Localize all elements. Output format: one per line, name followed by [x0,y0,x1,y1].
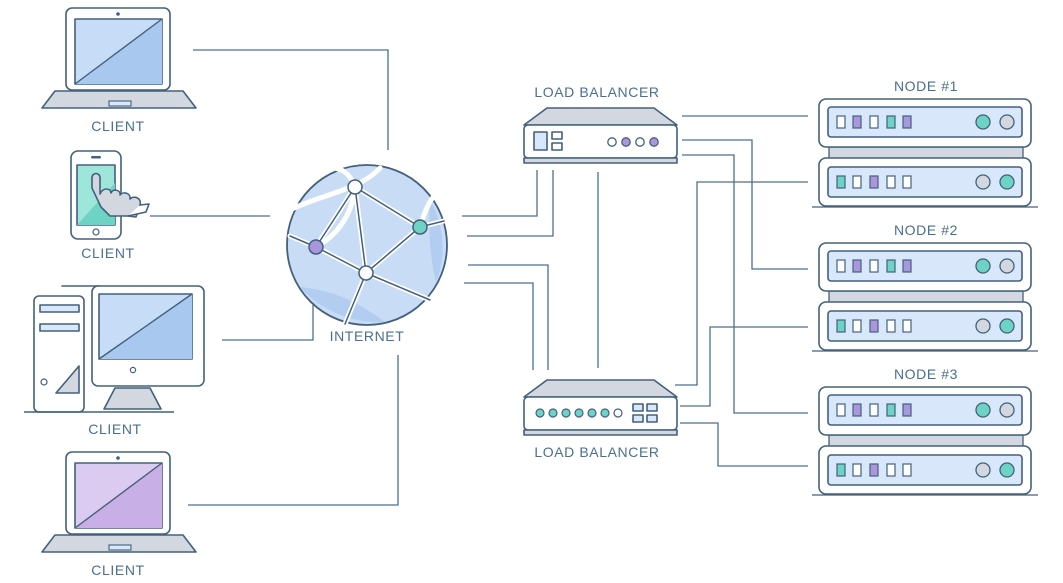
node-2: NODE #2 [812,222,1038,352]
node-2-label: NODE #2 [894,222,958,238]
client-1-label: CLIENT [91,118,144,134]
wire-lbbottom-node2b [680,326,808,407]
client-laptop-4: CLIENT [41,451,197,578]
node-1: NODE #1 [812,78,1038,208]
wire-lbbottom-node1b [675,181,808,386]
wire-internet-lbtop-a [462,170,538,217]
globe-network-icon [286,164,448,327]
load-balancer-bottom-label: LOAD BALANCER [534,444,659,460]
server-unit-icon [818,98,1032,161]
wire-internet-lbbottom-b [464,282,534,370]
wire-lbbottom-node3b [680,422,808,467]
wire-client3-internet [222,305,314,341]
internet-label: INTERNET [330,328,405,344]
client-3-label: CLIENT [88,421,141,437]
node-3: NODE #3 [812,366,1038,496]
client-2-label: CLIENT [81,245,134,261]
server-unit-icon [812,301,1038,352]
connection-lines [150,49,808,506]
load-balancer-top-label: LOAD BALANCER [534,84,659,100]
node-1-label: NODE #1 [894,78,958,94]
load-balancer-device-icon [523,107,678,164]
wire-lbtop-node2a [682,139,808,270]
server-unit-icon [812,157,1038,208]
server-unit-icon [812,445,1038,496]
internet-globe: INTERNET [286,164,448,344]
client-4-label: CLIENT [91,562,144,578]
wire-internet-lbtop-b [467,170,554,237]
wire-client4-internet [188,355,399,506]
wire-client1-internet [193,49,389,150]
client-phone-2: CLIENT [70,150,150,261]
node-3-label: NODE #3 [894,366,958,382]
load-balancer-device-icon [523,379,678,436]
desktop-computer-icon [24,285,205,413]
server-unit-icon [818,242,1032,305]
load-balancer-bottom: LOAD BALANCER [523,379,678,460]
laptop-icon [41,451,197,553]
wire-lbtop-node3a [682,154,808,414]
wire-internet-lbbottom-a [468,264,549,370]
load-balancer-top: LOAD BALANCER [523,84,678,164]
client-laptop-1: CLIENT [41,7,197,134]
hand-pointer-icon [91,172,150,218]
laptop-icon [41,7,197,109]
server-unit-icon [818,386,1032,449]
client-desktop-3: CLIENT [24,285,205,437]
